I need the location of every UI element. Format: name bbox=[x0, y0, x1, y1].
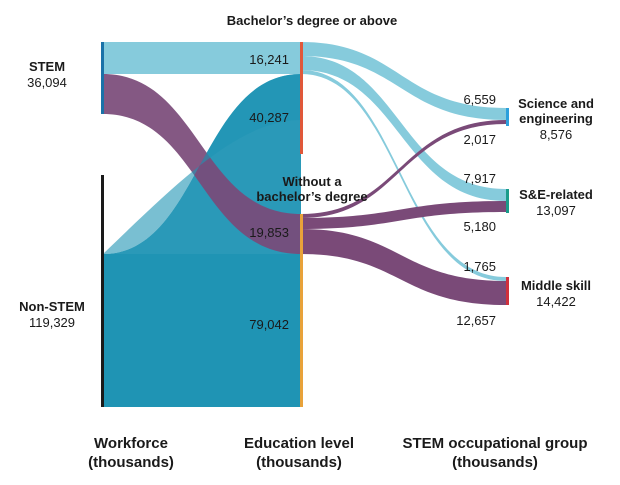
stem-label: STEM bbox=[29, 59, 65, 74]
nonstem-label: Non-STEM bbox=[19, 299, 85, 314]
nonstem-value: 119,329 bbox=[29, 315, 75, 330]
axis-title-education-line1: Education level bbox=[244, 435, 354, 452]
value-stem-bachelor: 16,241 bbox=[249, 52, 289, 67]
axis-title-education-line2: (thousands) bbox=[256, 454, 342, 471]
node-without-bar bbox=[300, 214, 303, 407]
bachelor-label: Bachelor’s degree or above bbox=[227, 13, 398, 28]
value-nonstem-bachelor: 40,287 bbox=[249, 110, 289, 125]
sci-eng-label-line1: Science and bbox=[518, 96, 594, 111]
value-bach-sci-eng: 6,559 bbox=[463, 92, 496, 107]
axis-title-group-line2: (thousands) bbox=[452, 454, 538, 471]
without-label-line1: Without a bbox=[282, 174, 342, 189]
middle-skill-value: 14,422 bbox=[536, 294, 576, 309]
flow-stem-bachelor bbox=[103, 42, 301, 74]
se-related-value: 13,097 bbox=[536, 203, 576, 218]
value-without-middle: 12,657 bbox=[456, 313, 496, 328]
value-stem-without: 19,853 bbox=[249, 225, 289, 240]
node-stem-bar bbox=[101, 42, 104, 114]
value-nonstem-without: 79,042 bbox=[249, 317, 289, 332]
axis-title-workforce-line1: Workforce bbox=[94, 435, 168, 452]
value-bach-middle: 1,765 bbox=[463, 259, 496, 274]
flow-without-se-related bbox=[301, 201, 506, 229]
flow-nonstem-without bbox=[103, 254, 301, 407]
sci-eng-label-line2: engineering bbox=[519, 111, 593, 126]
flow-without-middle bbox=[301, 229, 506, 305]
value-without-sci-eng: 2,017 bbox=[463, 132, 496, 147]
axis-title-workforce-line2: (thousands) bbox=[88, 454, 174, 471]
sci-eng-value: 8,576 bbox=[540, 127, 573, 142]
value-without-se-related: 5,180 bbox=[463, 219, 496, 234]
flow-nonstem-bachelor-edge bbox=[103, 74, 301, 254]
stem-value: 36,094 bbox=[27, 75, 67, 90]
flow-bach-sci-eng bbox=[301, 42, 506, 120]
node-se-related-bar bbox=[506, 189, 509, 213]
node-sci-eng-bar bbox=[506, 108, 509, 126]
flow-bach-se-related bbox=[301, 56, 506, 201]
without-label-line2: bachelor’s degree bbox=[256, 189, 367, 204]
node-nonstem-bar bbox=[101, 175, 104, 407]
se-related-label: S&E-related bbox=[519, 187, 593, 202]
flow-stem-without bbox=[103, 74, 301, 254]
node-bachelor-bar bbox=[300, 42, 303, 154]
node-middle-skill-bar bbox=[506, 277, 509, 305]
value-bach-se-related: 7,917 bbox=[463, 171, 496, 186]
axis-title-group-line1: STEM occupational group bbox=[402, 435, 587, 452]
middle-skill-label: Middle skill bbox=[521, 278, 591, 293]
